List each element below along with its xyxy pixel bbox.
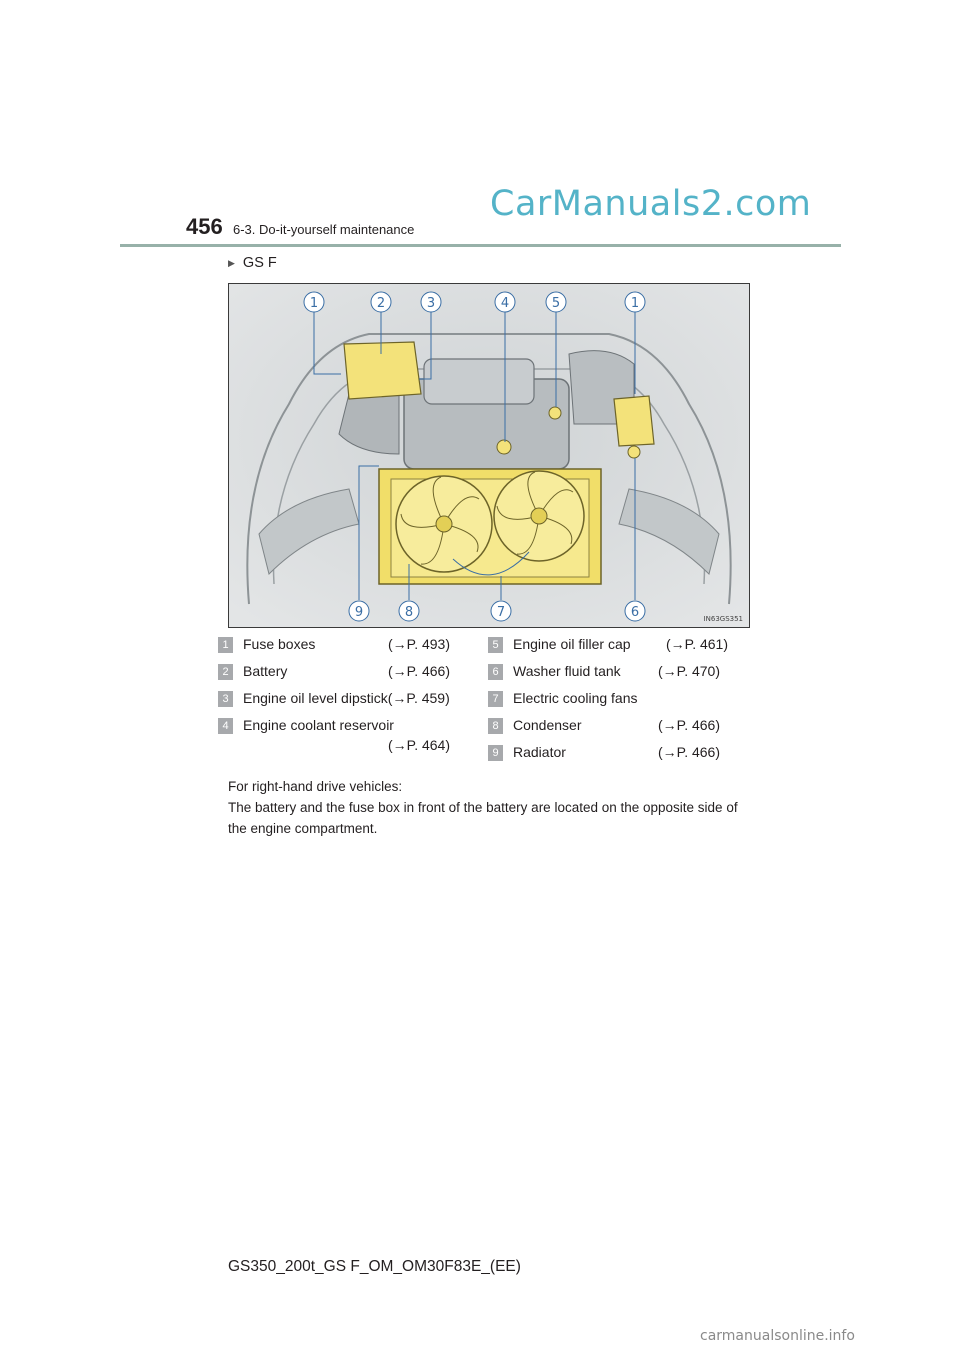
legend-item-6: 6 Washer fluid tank (→P. 470): [488, 663, 740, 683]
engine-compartment-figure: 1 2 3 4 5 1 9 8 7 6 IN63GS351: [228, 283, 750, 628]
legend-ref: (→P. 466): [658, 717, 720, 733]
note-heading: For right-hand drive vehicles:: [228, 779, 403, 794]
section-title: 6-3. Do-it-yourself maintenance: [233, 222, 415, 237]
engine-illustration: [229, 284, 749, 627]
note-body: The battery and the fuse box in front of…: [228, 800, 738, 836]
note: For right-hand drive vehicles: The batte…: [228, 776, 753, 839]
legend-label: Radiator: [513, 744, 566, 760]
legend-label: Engine oil level dipstick(→P. 459): [243, 690, 450, 706]
header-rule: [120, 244, 841, 247]
site-watermark-bottom: carmanualsonline.info: [700, 1328, 855, 1344]
legend-label: Condenser: [513, 717, 582, 733]
triangle-bullet-icon: ▶: [228, 257, 235, 268]
legend-ref: (→P. 461): [666, 636, 728, 652]
legend-label: Engine oil filler cap: [513, 636, 631, 652]
page-number: 456: [186, 214, 223, 239]
legend-number: 4: [218, 718, 233, 734]
legend-item-1: 1 Fuse boxes (→P. 493): [218, 636, 470, 656]
legend-label: Electric cooling fans: [513, 690, 638, 706]
legend-number: 6: [488, 664, 503, 680]
legend-ref: (→P. 466): [658, 744, 720, 760]
legend-ref: (→P. 466): [388, 663, 450, 679]
legend-ref: (→P. 493): [388, 636, 450, 652]
legend-ref: (→P. 470): [658, 663, 720, 679]
legend-number: 2: [218, 664, 233, 680]
variant-heading: ▶ GS F: [228, 255, 277, 271]
legend-label: Washer fluid tank: [513, 663, 621, 679]
legend-item-7: 7 Electric cooling fans: [488, 690, 740, 710]
legend-label: Fuse boxes: [243, 636, 316, 652]
legend-item-2: 2 Battery (→P. 466): [218, 663, 470, 683]
legend-item-4: 4 Engine coolant reservoir (→P. 464): [218, 717, 470, 759]
legend-number: 5: [488, 637, 503, 653]
legend-number: 8: [488, 718, 503, 734]
legend-item-9: 9 Radiator (→P. 466): [488, 744, 740, 764]
variant-label: GS F: [242, 255, 277, 271]
site-watermark-top: CarManuals2.com: [490, 184, 812, 224]
legend-number: 9: [488, 745, 503, 761]
legend-number: 1: [218, 637, 233, 653]
legend-item-8: 8 Condenser (→P. 466): [488, 717, 740, 737]
legend-label: Engine coolant reservoir: [243, 717, 394, 733]
legend-number: 3: [218, 691, 233, 707]
legend-label: Battery: [243, 663, 288, 679]
document-code: GS350_200t_GS F_OM_OM30F83E_(EE): [228, 1258, 521, 1275]
legend-number: 7: [488, 691, 503, 707]
legend-ref: (→P. 464): [388, 737, 450, 753]
legend-item-5: 5 Engine oil filler cap (→P. 461): [488, 636, 740, 656]
legend-item-3: 3 Engine oil level dipstick(→P. 459): [218, 690, 470, 710]
figure-code: IN63GS351: [703, 615, 743, 623]
